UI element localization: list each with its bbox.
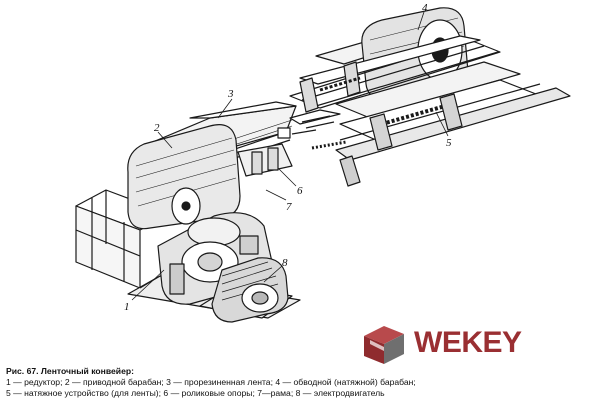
- drive-drum: [127, 124, 241, 230]
- callout-4: 4: [422, 2, 428, 14]
- callout-1: 1: [124, 301, 130, 313]
- callout-2: 2: [154, 122, 160, 134]
- figure-caption: Рис. 67. Ленточный конвейер: 1 — редукто…: [6, 366, 596, 399]
- caption-line-1: 1 — редуктор; 2 — приводной барабан; 3 —…: [6, 377, 416, 387]
- callout-7: 7: [286, 201, 292, 213]
- leader-lines: [131, 11, 449, 301]
- callout-5: 5: [446, 137, 452, 149]
- caption-line-2: 5 — натяжное устройство (для ленты); 6 —…: [6, 388, 385, 398]
- caption-title: Рис. 67. Ленточный конвейер:: [6, 366, 134, 376]
- tension-device: [301, 61, 571, 187]
- callout-8: 8: [282, 257, 288, 269]
- callout-6: 6: [297, 185, 303, 197]
- wekey-logo-icon: [364, 326, 404, 364]
- watermark-text: WEKEY: [414, 326, 522, 359]
- callout-3: 3: [227, 88, 234, 100]
- electric-motor: [199, 257, 293, 323]
- upper-right-frame: [289, 35, 501, 113]
